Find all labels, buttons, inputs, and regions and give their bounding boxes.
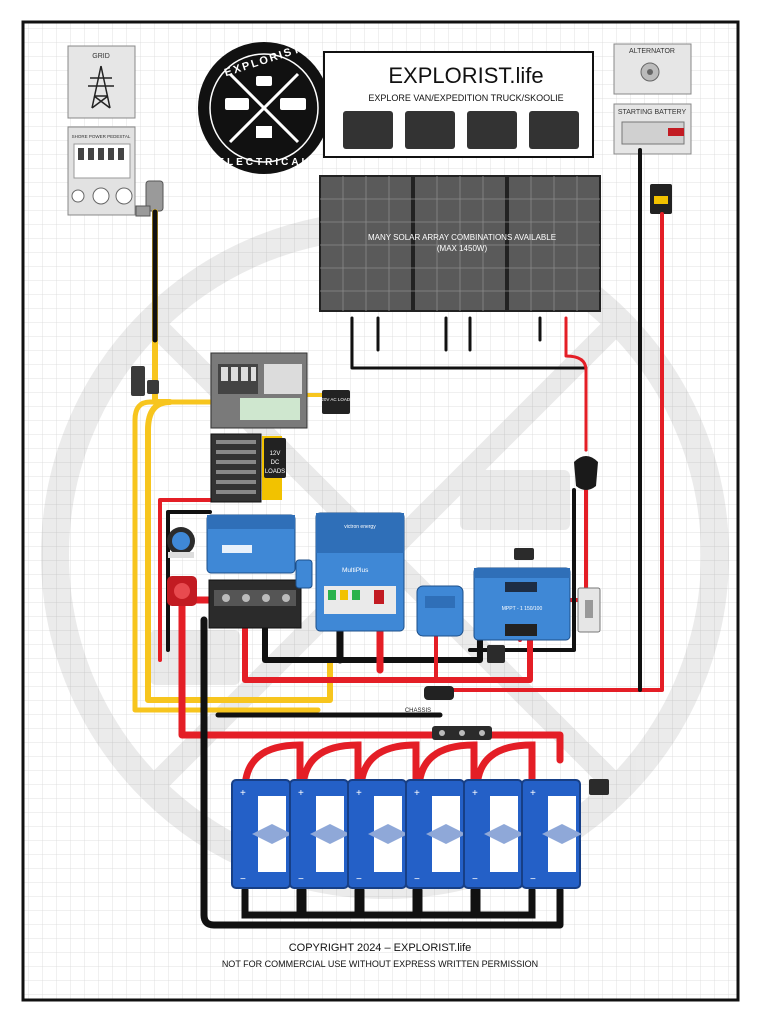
main-neg-bus bbox=[262, 617, 483, 663]
svg-text:−: − bbox=[414, 874, 420, 885]
svg-text:+: + bbox=[356, 788, 362, 799]
battery-4: + − bbox=[405, 779, 466, 889]
shore-plug bbox=[135, 180, 164, 217]
inverter-brand: victron energy bbox=[344, 524, 376, 530]
svg-text:+: + bbox=[298, 788, 304, 799]
svg-text:−: − bbox=[530, 874, 536, 885]
title-box: EXPLORIST.life EXPLORE VAN/EXPEDITION TR… bbox=[323, 51, 594, 158]
svg-text:−: − bbox=[472, 874, 478, 885]
orion-dc-dc-charger bbox=[416, 585, 464, 637]
dc-loads-line1: 12V bbox=[270, 451, 281, 457]
shore-power-pedestal: SHORE POWER PEDESTAL bbox=[67, 126, 136, 216]
svg-text:+: + bbox=[530, 788, 536, 799]
dc-loads-tag: 12V DC LOADS bbox=[264, 438, 286, 478]
permission-notice: NOT FOR COMMERCIAL USE WITHOUT EXPRESS W… bbox=[222, 959, 538, 969]
svg-text:+: + bbox=[414, 788, 420, 799]
shore-label: SHORE POWER PEDESTAL bbox=[72, 134, 131, 139]
lynx-distributor bbox=[208, 579, 302, 629]
isolator-relay bbox=[650, 184, 672, 214]
battery-6: + − bbox=[521, 779, 582, 889]
multiplus-inverter: victron energy MultiPlus bbox=[315, 512, 405, 632]
alternator: ALTERNATOR bbox=[613, 43, 692, 95]
battery-monitor bbox=[167, 527, 195, 558]
grid-label: GRID bbox=[92, 53, 110, 60]
svg-text:−: − bbox=[298, 874, 304, 885]
chassis-label: CHASSIS bbox=[405, 708, 431, 714]
battery-bank: + − + − + − + − + − bbox=[231, 779, 582, 889]
starting-pos-wire bbox=[438, 212, 664, 692]
dc-loads-line2: DC bbox=[271, 460, 280, 466]
svg-text:−: − bbox=[240, 874, 246, 885]
wiring bbox=[132, 148, 664, 929]
copyright-text: COPYRIGHT 2024 – EXPLORIST.life bbox=[289, 942, 472, 954]
solar-note-line2: (MAX 1450W) bbox=[437, 244, 488, 253]
smart-battery-protect bbox=[295, 559, 313, 589]
ac-loads-tag: 120V AC LOADS bbox=[319, 390, 353, 414]
starting-battery: STARTING BATTERY bbox=[613, 103, 692, 155]
logo-bottom-text: ELECTRICAL bbox=[217, 157, 310, 168]
shunt bbox=[424, 686, 454, 700]
battery-5: + − bbox=[463, 779, 524, 889]
svg-text:+: + bbox=[240, 788, 246, 799]
battery-1: + − bbox=[231, 779, 292, 889]
solar-array: MANY SOLAR ARRAY COMBINATIONS AVAILABLE … bbox=[319, 175, 601, 312]
inverter-name: MultiPlus bbox=[342, 567, 369, 574]
page-title: EXPLORIST.life bbox=[388, 63, 543, 88]
grid-source: GRID bbox=[67, 45, 136, 119]
warning-tags bbox=[131, 366, 609, 795]
starting-battery-label: STARTING BATTERY bbox=[618, 109, 687, 116]
spec-card-4 bbox=[529, 111, 579, 149]
spec-card-2 bbox=[405, 111, 455, 149]
ac-distribution-panel bbox=[210, 352, 308, 429]
power-tower-icon bbox=[88, 65, 114, 109]
svg-text:+: + bbox=[472, 788, 478, 799]
solar-pos-wire bbox=[564, 316, 588, 452]
ac-loads-label: 120V AC LOADS bbox=[319, 397, 353, 402]
dc-loads-line3: LOADS bbox=[265, 469, 285, 475]
main-pos-bus bbox=[242, 617, 533, 683]
mc4-combiner bbox=[574, 456, 598, 490]
battery-3: + − bbox=[347, 779, 408, 889]
svg-text:−: − bbox=[356, 874, 362, 885]
chassis-ground: CHASSIS bbox=[405, 686, 492, 740]
page-subtitle: EXPLORE VAN/EXPEDITION TRUCK/SKOOLIE bbox=[368, 93, 563, 103]
ac-wire-panel bbox=[132, 399, 321, 713]
solar-note-line1: MANY SOLAR ARRAY COMBINATIONS AVAILABLE bbox=[368, 233, 556, 242]
spec-card-3 bbox=[467, 111, 517, 149]
battery-charger-ip22 bbox=[206, 514, 296, 574]
alternator-label: ALTERNATOR bbox=[629, 48, 675, 55]
battery-switch bbox=[167, 576, 197, 606]
brand-logo: EXPLORIST ELECTRICAL bbox=[198, 42, 330, 174]
battery-neg-main bbox=[200, 616, 564, 929]
mppt-label: MPPT - 1 150/100 bbox=[502, 606, 543, 612]
battery-interconnects bbox=[241, 741, 536, 919]
mppt-solar-controller: MPPT - 1 150/100 bbox=[473, 567, 571, 641]
spec-card-1 bbox=[343, 111, 393, 149]
battery-2: + − bbox=[289, 779, 350, 889]
solar-breaker bbox=[577, 587, 601, 633]
